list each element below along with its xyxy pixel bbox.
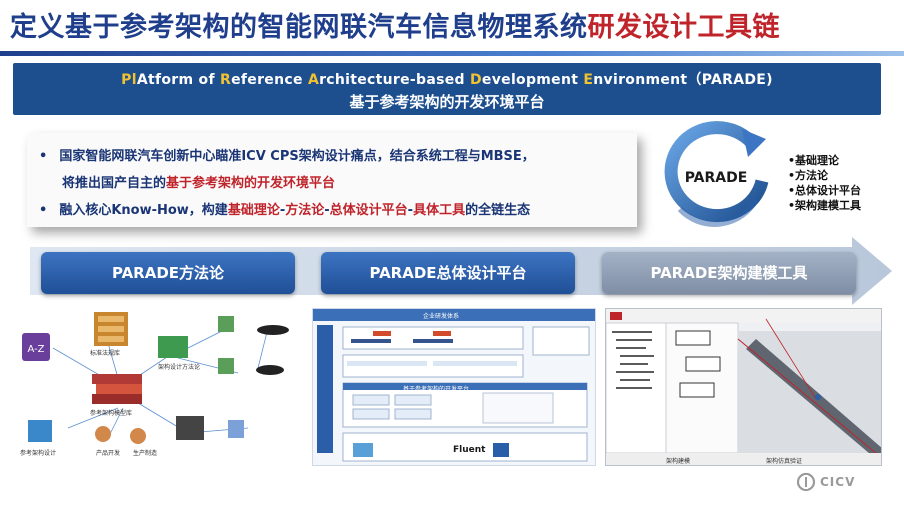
- bullet-1-line-2: 将推出国产自主的基于参考架构的开发环境平台: [62, 176, 336, 191]
- modeling-graphic: [606, 309, 881, 465]
- cicv-logo-icon: [796, 472, 816, 492]
- banner-chinese-title: 基于参考架构的开发环境平台: [349, 93, 545, 111]
- methodology-diagram: A-Z 标准法规库 参考架构模型库 架构设计方法论 参考架构设计 产品开发 生产…: [8, 308, 304, 466]
- platform-header: 企业研发体系: [423, 313, 460, 320]
- platform-graphic: [313, 309, 595, 462]
- label-reference-design: 参考架构设计: [20, 450, 57, 457]
- cycle-list: •基础理论 •方法论 •总体设计平台 •架构建模工具: [788, 153, 861, 213]
- cycle-item: •架构建模工具: [788, 199, 862, 212]
- cycle-center-label: PARADE: [685, 170, 748, 186]
- cycle-item: •方法论: [788, 169, 829, 182]
- parade-cycle-icon: PARADE: [664, 121, 769, 227]
- banner-english-title: PlAtform of Reference Architecture-based…: [121, 72, 773, 88]
- stage-modeling-tool: PARADE架构建模工具: [602, 252, 856, 294]
- cycle-item: •总体设计平台: [788, 184, 862, 197]
- caption-architecture-modeling: 架构建模: [666, 458, 691, 465]
- slide-title: 定义基于参考架构的智能网联汽车信息物理系统研发设计工具链: [10, 8, 780, 48]
- methodology-graphic: A-Z: [22, 312, 289, 444]
- cicv-logo-text: CICV: [820, 475, 856, 489]
- caption-architecture-simulation: 架构仿真验证: [766, 458, 803, 465]
- title-underline: [0, 51, 904, 56]
- bullet-1-line-1: •国家智能网联汽车创新中心瞄准ICV CPS架构设计痛点，结合系统工程与MBSE…: [39, 149, 535, 164]
- modeling-tool-screenshot: 架构建模 架构仿真验证: [605, 308, 882, 466]
- parade-banner: PlAtform of Reference Architecture-based…: [13, 63, 881, 115]
- title-main: 定义基于参考架构的智能网联汽车信息物理系统: [10, 12, 588, 43]
- label-product-dev: 产品开发: [96, 450, 121, 457]
- platform-framework: 企业研发体系 基于参考架构的开发平台 Fluent: [312, 308, 596, 466]
- stage-methodology: PARADE方法论: [41, 252, 295, 294]
- az-icon-label: A-Z: [27, 344, 44, 355]
- fluent-logo: Fluent: [453, 445, 486, 455]
- bullet-2: •融入核心Know-How，构建基础理论-方法论-总体设计平台-具体工具的全链生…: [39, 203, 531, 218]
- label-methodology: 架构设计方法论: [158, 364, 201, 371]
- cycle-item: •基础理论: [788, 154, 840, 167]
- platform-subheader: 基于参考架构的开发平台: [403, 386, 470, 393]
- label-architecture-library: 参考架构模型库: [90, 410, 133, 417]
- cicv-logo: CICV: [796, 470, 855, 494]
- stage-design-platform: PARADE总体设计平台: [321, 252, 575, 294]
- bullet-box: •国家智能网联汽车创新中心瞄准ICV CPS架构设计痛点，结合系统工程与MBSE…: [27, 133, 637, 227]
- label-manufacturing: 生产制造: [133, 450, 158, 457]
- title-accent: 研发设计工具链: [587, 12, 780, 43]
- label-standards-library: 标准法规库: [90, 350, 121, 357]
